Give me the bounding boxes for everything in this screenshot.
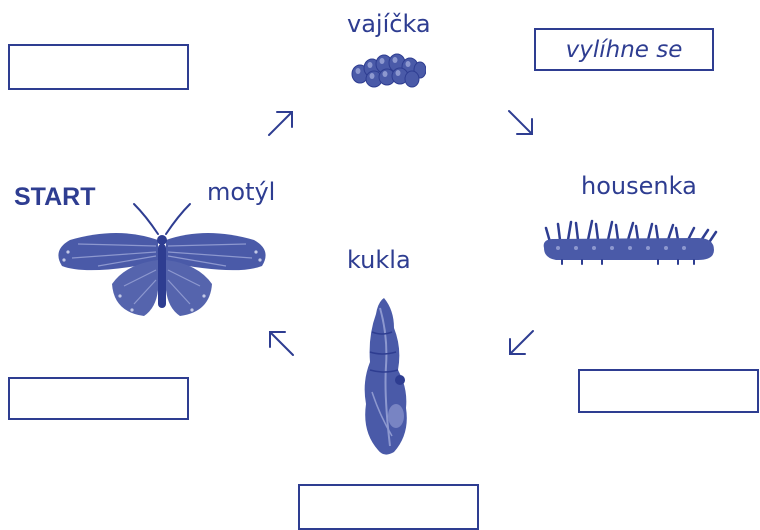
eggs-icon bbox=[350, 50, 426, 90]
answer-box-bottom-left[interactable] bbox=[8, 377, 189, 420]
arrow-up-left-icon bbox=[266, 328, 296, 358]
pupa-icon bbox=[358, 296, 414, 458]
butterfly-icon bbox=[48, 200, 276, 324]
answer-box-right[interactable] bbox=[578, 369, 759, 413]
eggs-label: vajíčka bbox=[347, 12, 431, 36]
arrow-down-right-icon bbox=[506, 108, 536, 138]
arrow-up-right-icon bbox=[266, 108, 296, 138]
caterpillar-icon bbox=[538, 218, 720, 266]
answer-box-bottom[interactable] bbox=[298, 484, 479, 530]
pupa-label: kukla bbox=[347, 248, 411, 272]
answer-box-top-left[interactable] bbox=[8, 44, 189, 90]
caterpillar-label: housenka bbox=[581, 174, 697, 198]
arrow-down-left-icon bbox=[506, 328, 536, 358]
answer-box-top-right[interactable]: vylíhne se bbox=[534, 28, 714, 71]
